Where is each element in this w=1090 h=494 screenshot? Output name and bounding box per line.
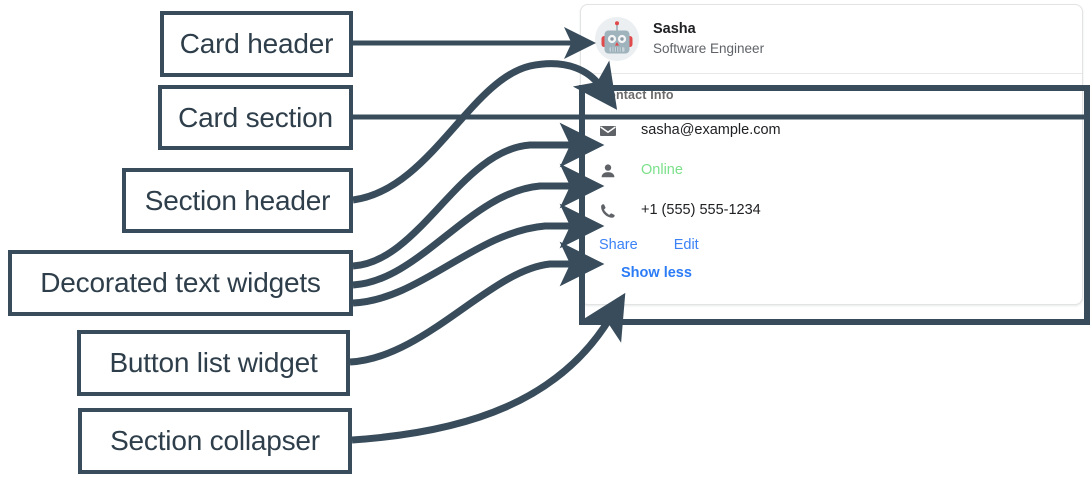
share-button[interactable]: Share xyxy=(599,237,638,253)
annotation-card-header: Card header xyxy=(160,11,353,77)
card-identity: Sasha Software Engineer xyxy=(653,21,764,56)
person-icon xyxy=(599,162,617,180)
card-header: Sasha Software Engineer xyxy=(581,5,1082,73)
show-less-button[interactable]: Show less xyxy=(621,264,692,281)
decorated-text-widget-status: Online xyxy=(599,158,1064,184)
edit-button[interactable]: Edit xyxy=(673,237,699,253)
profile-card: Sasha Software Engineer Contact Info sas… xyxy=(580,4,1083,305)
mail-icon xyxy=(599,122,617,140)
section-collapser-row: Show less xyxy=(599,264,1064,282)
card-section: Contact Info sasha@example.com xyxy=(581,74,1082,304)
section-header: Contact Info xyxy=(599,88,674,102)
leader-section-header xyxy=(352,60,618,204)
leader-decorated-text-2 xyxy=(352,163,605,289)
email-value: sasha@example.com xyxy=(641,122,781,139)
annotation-section-collapser-label: Section collapser xyxy=(110,425,320,456)
robot-avatar-icon xyxy=(595,17,639,61)
annotation-button-list-widget: Button list widget xyxy=(77,330,350,396)
phone-icon xyxy=(599,202,617,220)
annotation-section-collapser: Section collapser xyxy=(78,408,352,474)
card-title: Sasha xyxy=(653,21,696,38)
phone-value: +1 (555) 555-1234 xyxy=(641,202,761,219)
decorated-text-widget-phone: +1 (555) 555-1234 xyxy=(599,198,1064,224)
leader-button-list xyxy=(349,241,605,366)
leader-section-collapser xyxy=(351,292,626,444)
annotation-section-header: Section header xyxy=(122,168,353,233)
card-subtitle: Software Engineer xyxy=(653,41,765,57)
leader-decorated-text-1 xyxy=(352,122,605,270)
annotation-card-section-label: Card section xyxy=(178,101,333,133)
annotation-section-header-label: Section header xyxy=(144,184,331,216)
button-list-widget: Share Edit xyxy=(599,237,1064,254)
annotation-button-list-widget-label: Button list widget xyxy=(109,347,318,378)
annotation-card-section: Card section xyxy=(158,85,353,150)
annotation-decorated-text-widgets-label: Decorated text widgets xyxy=(40,267,321,298)
decorated-text-widget-email: sasha@example.com xyxy=(599,118,1064,144)
annotation-card-header-label: Card header xyxy=(179,28,334,59)
card-header-divider xyxy=(581,73,1082,74)
leader-decorated-text-3 xyxy=(352,203,605,307)
status-value: Online xyxy=(641,162,683,179)
annotation-decorated-text-widgets: Decorated text widgets xyxy=(8,250,353,316)
